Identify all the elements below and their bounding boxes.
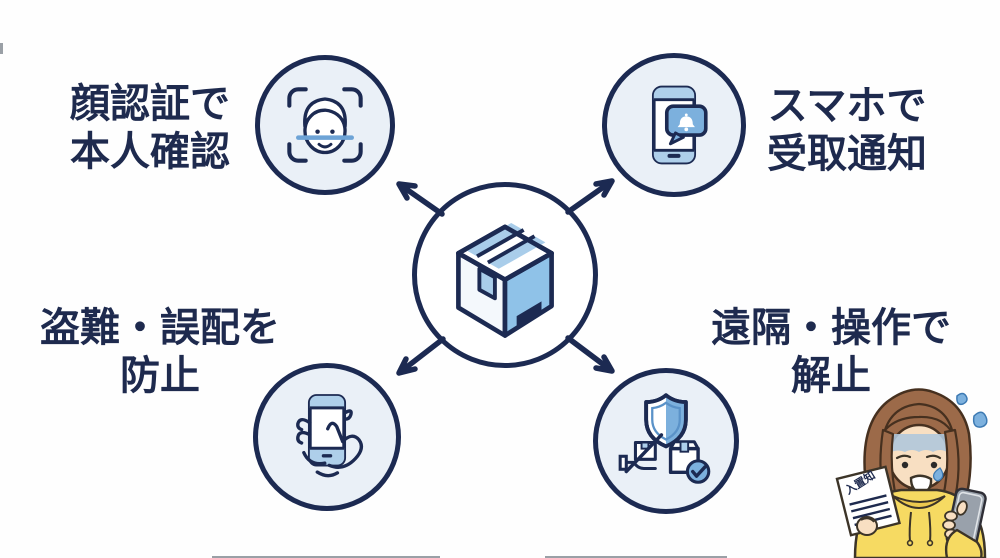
arrow-top-right bbox=[565, 178, 615, 215]
node-theft-prevention bbox=[253, 363, 401, 511]
arrow-top-left bbox=[396, 181, 445, 217]
node-face-auth bbox=[255, 55, 395, 195]
node-center-package bbox=[412, 182, 598, 368]
phone-notification-icon bbox=[651, 85, 708, 165]
crop-artifact-bottom-1 bbox=[212, 556, 440, 558]
face-scan-icon bbox=[287, 87, 363, 163]
worried-woman-illustration: 入置知 bbox=[835, 388, 988, 558]
label-theft-prevention-line2: 防止 bbox=[120, 354, 200, 398]
mouth bbox=[909, 474, 933, 495]
label-face-auth-line1: 顔認証で bbox=[70, 82, 230, 126]
label-phone-notify-line1: スマホで bbox=[767, 84, 927, 128]
label-remote-unlock-line1: 遠隔・操作で bbox=[711, 306, 951, 350]
hands-phone-icon bbox=[296, 394, 364, 478]
face-shading bbox=[891, 434, 947, 452]
label-phone-notify: スマホで 受取通知 bbox=[747, 82, 947, 178]
left-hand bbox=[856, 516, 878, 536]
tear-drop bbox=[932, 467, 944, 482]
shield-package-icon bbox=[618, 393, 711, 484]
label-theft-prevention: 盗難・誤配を 防止 bbox=[30, 304, 290, 400]
label-face-auth: 顔認証で 本人確認 bbox=[25, 80, 275, 176]
node-remote-unlock bbox=[593, 368, 739, 514]
label-remote-unlock-line2: 解止 bbox=[791, 354, 871, 398]
crop-artifact-left bbox=[0, 43, 3, 54]
package-box-icon bbox=[456, 222, 554, 338]
arrow-bottom-right bbox=[565, 335, 615, 374]
right-hand bbox=[942, 500, 968, 540]
crop-artifact-bottom-2 bbox=[545, 556, 727, 558]
label-remote-unlock: 遠隔・操作で 解止 bbox=[700, 304, 962, 400]
arrow-bottom-left bbox=[396, 336, 446, 376]
label-theft-prevention-line1: 盗難・誤配を bbox=[40, 306, 280, 350]
node-phone-notify bbox=[602, 53, 746, 197]
label-face-auth-line2: 本人確認 bbox=[70, 130, 230, 174]
label-phone-notify-line2: 受取通知 bbox=[767, 132, 927, 176]
